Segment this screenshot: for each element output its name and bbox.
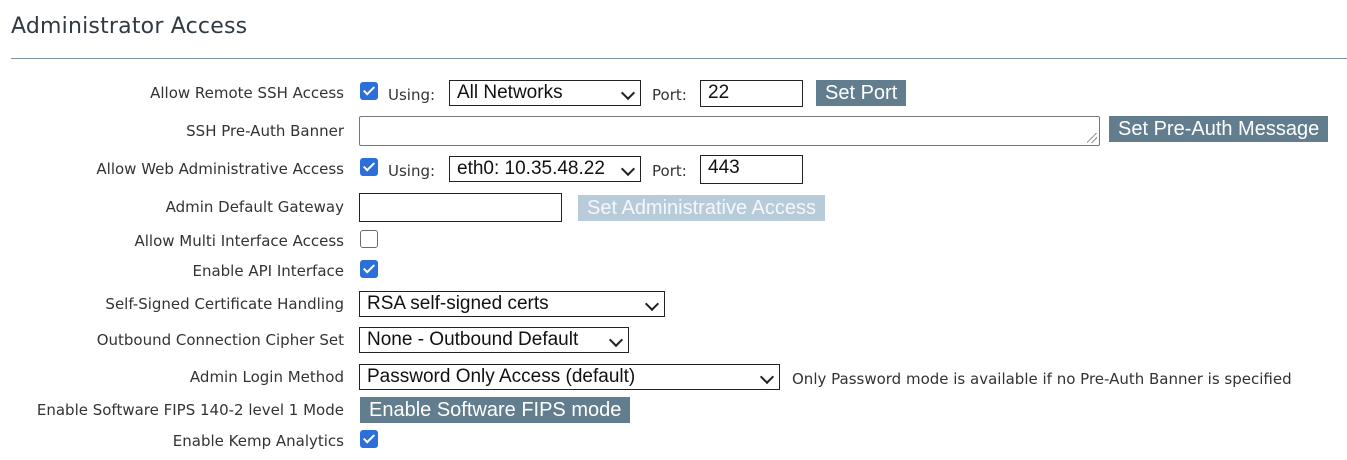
cipher-set-value: None - Outbound Default — [367, 329, 579, 350]
chevron-down-icon — [620, 85, 636, 101]
login-method-note: Only Password mode is available if no Pr… — [792, 370, 1292, 388]
resize-grip-icon[interactable] — [1087, 133, 1097, 143]
enable-fips-button[interactable]: Enable Software FIPS mode — [360, 397, 631, 423]
chevron-down-icon — [620, 161, 636, 177]
ssh-using-label: Using: — [388, 86, 436, 104]
api-interface-label: Enable API Interface — [192, 262, 344, 280]
chevron-down-icon — [608, 332, 624, 348]
web-using-label: Using: — [388, 162, 436, 180]
kemp-analytics-label: Enable Kemp Analytics — [172, 432, 344, 450]
kemp-analytics-checkbox[interactable] — [360, 430, 378, 448]
cert-handling-value: RSA self-signed certs — [367, 293, 549, 314]
gateway-label: Admin Default Gateway — [165, 198, 344, 216]
ssh-port-input[interactable]: 22 — [700, 80, 803, 107]
web-interface-select[interactable]: eth0: 10.35.48.22 — [449, 156, 641, 182]
web-interface-value: eth0: 10.35.48.22 — [457, 158, 605, 179]
ssh-access-checkbox[interactable] — [360, 82, 378, 100]
set-administrative-access-button[interactable]: Set Administrative Access — [578, 195, 825, 221]
chevron-down-icon — [759, 369, 775, 385]
web-access-checkbox[interactable] — [360, 158, 378, 176]
section-divider — [11, 58, 1347, 59]
web-port-label: Port: — [652, 162, 687, 180]
banner-textarea[interactable] — [359, 116, 1100, 146]
login-method-select[interactable]: Password Only Access (default) — [359, 364, 780, 390]
login-method-value: Password Only Access (default) — [367, 366, 636, 387]
section-title: Administrator Access — [11, 14, 248, 39]
multi-interface-label: Allow Multi Interface Access — [134, 232, 344, 250]
ssh-port-label: Port: — [652, 86, 687, 104]
set-pre-auth-message-button[interactable]: Set Pre-Auth Message — [1109, 116, 1329, 142]
banner-label: SSH Pre-Auth Banner — [186, 122, 344, 140]
cipher-set-label: Outbound Connection Cipher Set — [96, 331, 344, 349]
ssh-network-value: All Networks — [457, 82, 563, 103]
web-port-input[interactable]: 443 — [700, 155, 803, 184]
web-access-label: Allow Web Administrative Access — [96, 160, 344, 178]
ssh-network-select[interactable]: All Networks — [449, 80, 641, 106]
cert-handling-select[interactable]: RSA self-signed certs — [359, 291, 665, 317]
ssh-access-label: Allow Remote SSH Access — [150, 84, 344, 102]
cert-handling-label: Self-Signed Certificate Handling — [105, 295, 344, 313]
set-port-button[interactable]: Set Port — [816, 80, 907, 106]
chevron-down-icon — [644, 296, 660, 312]
login-method-label: Admin Login Method — [189, 368, 344, 386]
api-interface-checkbox[interactable] — [360, 260, 378, 278]
cipher-set-select[interactable]: None - Outbound Default — [359, 327, 629, 353]
fips-label: Enable Software FIPS 140-2 level 1 Mode — [36, 401, 344, 419]
gateway-input[interactable] — [359, 193, 562, 222]
multi-interface-checkbox[interactable] — [360, 230, 378, 248]
